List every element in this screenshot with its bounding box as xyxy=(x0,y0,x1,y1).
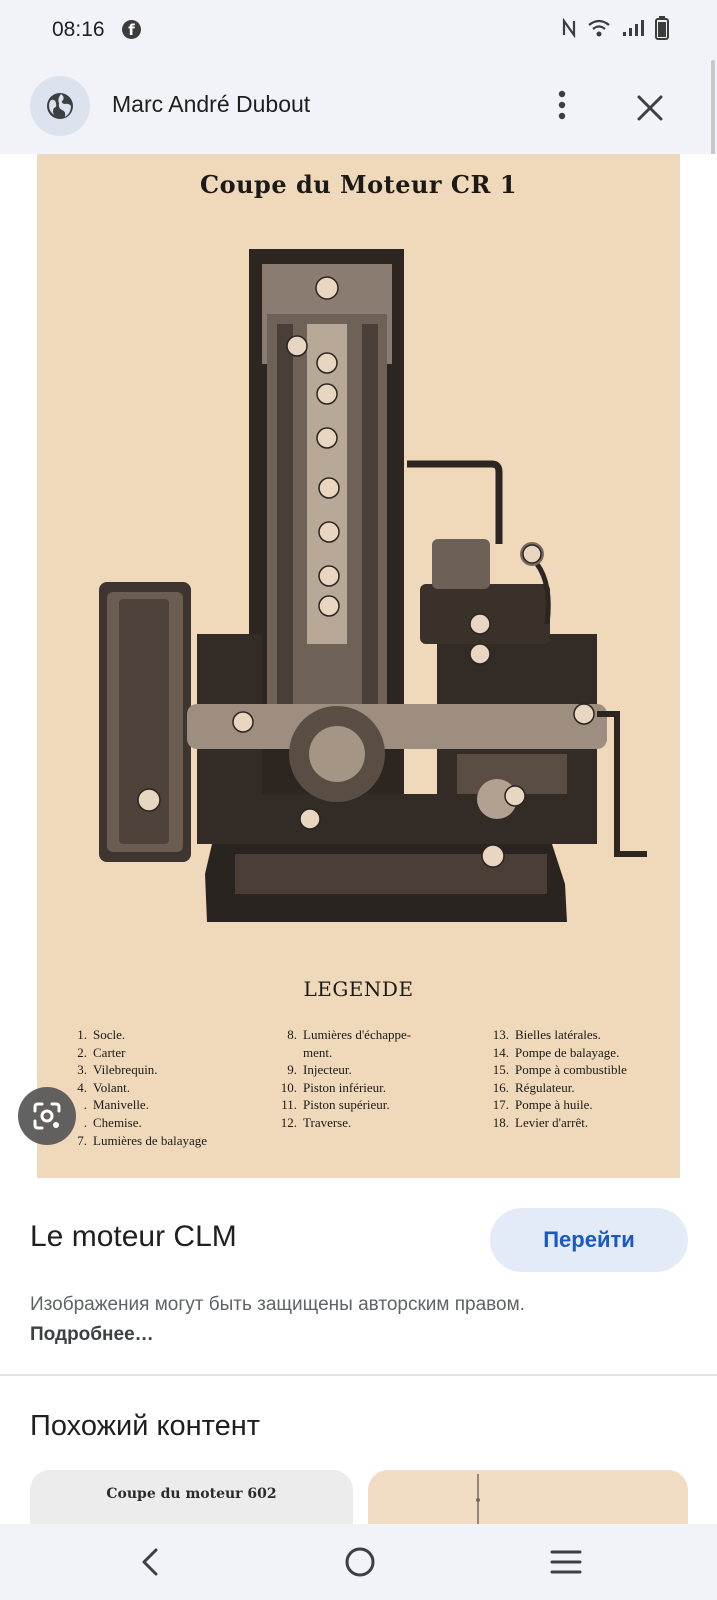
signal-icon xyxy=(623,20,644,36)
thumbnail-drawing xyxy=(476,1474,480,1524)
back-icon[interactable] xyxy=(136,1542,166,1582)
copyright-notice: Изображения могут быть защищены авторски… xyxy=(30,1290,590,1350)
learn-more-link[interactable]: Подробнее… xyxy=(30,1324,154,1345)
similar-content-section: Похожий контент Coupe du moteur 602 xyxy=(0,1376,717,1524)
more-options-button[interactable] xyxy=(548,86,576,126)
nfc-icon xyxy=(562,18,576,38)
similar-thumbnail-1[interactable]: Coupe du moteur 602 xyxy=(30,1470,353,1524)
lens-search-button[interactable] xyxy=(18,1087,76,1145)
legend-item: 15.Pompe à combustible xyxy=(492,1062,627,1078)
similar-thumbnail-2[interactable] xyxy=(368,1470,688,1524)
legend-item: ment. xyxy=(303,1044,333,1060)
engine-scan-image: Coupe du Moteur CR 1 LEGENDE 1.Socle. 2.… xyxy=(37,154,680,1178)
legend-item: 18.Levier d'arrêt. xyxy=(492,1114,589,1130)
legend-item: 7.Lumières de balayage xyxy=(77,1132,208,1148)
legend-item: .Chemise. xyxy=(83,1114,142,1130)
legend-item: 9.Injecteur. xyxy=(287,1062,352,1078)
site-name[interactable]: Marc André Dubout xyxy=(112,91,311,117)
legend-item: 10.Piston inférieur. xyxy=(280,1079,387,1095)
site-favicon[interactable] xyxy=(30,76,90,136)
image-info-card: Le moteur CLM Перейти Изображения могут … xyxy=(0,1178,717,1374)
copyright-text: Изображения могут быть защищены авторски… xyxy=(30,1294,525,1315)
close-button[interactable] xyxy=(630,88,670,128)
lens-icon xyxy=(33,1102,61,1130)
battery-icon xyxy=(655,16,669,40)
legend-item: 1.Socle. xyxy=(77,1027,126,1042)
legend-column-1: 1.Socle. 2.Carter 3.Vilebrequin. 4.Volan… xyxy=(65,1026,207,1149)
status-time: 08:16 xyxy=(52,18,105,41)
legend-item: 11.Piston supérieur. xyxy=(281,1097,390,1113)
similar-content-title: Похожий контент xyxy=(30,1410,261,1442)
legend-item: 13.Bielles latérales. xyxy=(492,1027,601,1042)
image-viewer[interactable]: Coupe du Moteur CR 1 LEGENDE 1.Socle. 2.… xyxy=(0,154,717,1178)
viewer-header: Marc André Dubout xyxy=(0,60,717,154)
recents-icon[interactable] xyxy=(546,1544,586,1580)
legend-item: 8.Lumières d'échappe- xyxy=(287,1027,412,1042)
home-icon[interactable] xyxy=(340,1542,380,1582)
page-title[interactable]: Le moteur CLM xyxy=(30,1220,237,1253)
goto-button[interactable]: Перейти xyxy=(490,1208,688,1272)
legend-item: 3.Vilebrequin. xyxy=(77,1062,158,1078)
thumbnail-caption: Coupe du moteur 602 xyxy=(106,1486,277,1502)
legend-item: 12.Traverse. xyxy=(280,1114,352,1130)
close-icon xyxy=(637,95,663,121)
status-bar: 08:16 f xyxy=(0,0,717,60)
more-vert-icon xyxy=(558,90,566,120)
wifi-icon xyxy=(588,19,610,37)
engine-cutaway-drawing xyxy=(99,249,647,922)
globe-icon xyxy=(47,93,73,119)
legend-item: 4.Volant. xyxy=(77,1079,130,1095)
legend-column-3: 13.Bielles latérales. 14.Pompe de balaya… xyxy=(487,1026,627,1132)
legend-item: .Manivelle. xyxy=(83,1097,149,1113)
legend-title: LEGENDE xyxy=(303,977,414,1001)
legend-item: 2.Carter xyxy=(77,1044,126,1060)
legend-item: 17.Pompe à huile. xyxy=(492,1097,593,1113)
image-title: Coupe du Moteur CR 1 xyxy=(199,170,518,199)
legend-item: 14.Pompe de balayage. xyxy=(492,1044,620,1060)
facebook-icon: f xyxy=(122,20,141,39)
legend-item: 16.Régulateur. xyxy=(492,1079,575,1095)
system-navigation-bar xyxy=(0,1524,717,1600)
section-divider xyxy=(0,1374,717,1376)
legend-column-2: 8.Lumières d'échappe- ment. 9.Injecteur.… xyxy=(275,1026,411,1132)
status-icons xyxy=(561,16,669,40)
